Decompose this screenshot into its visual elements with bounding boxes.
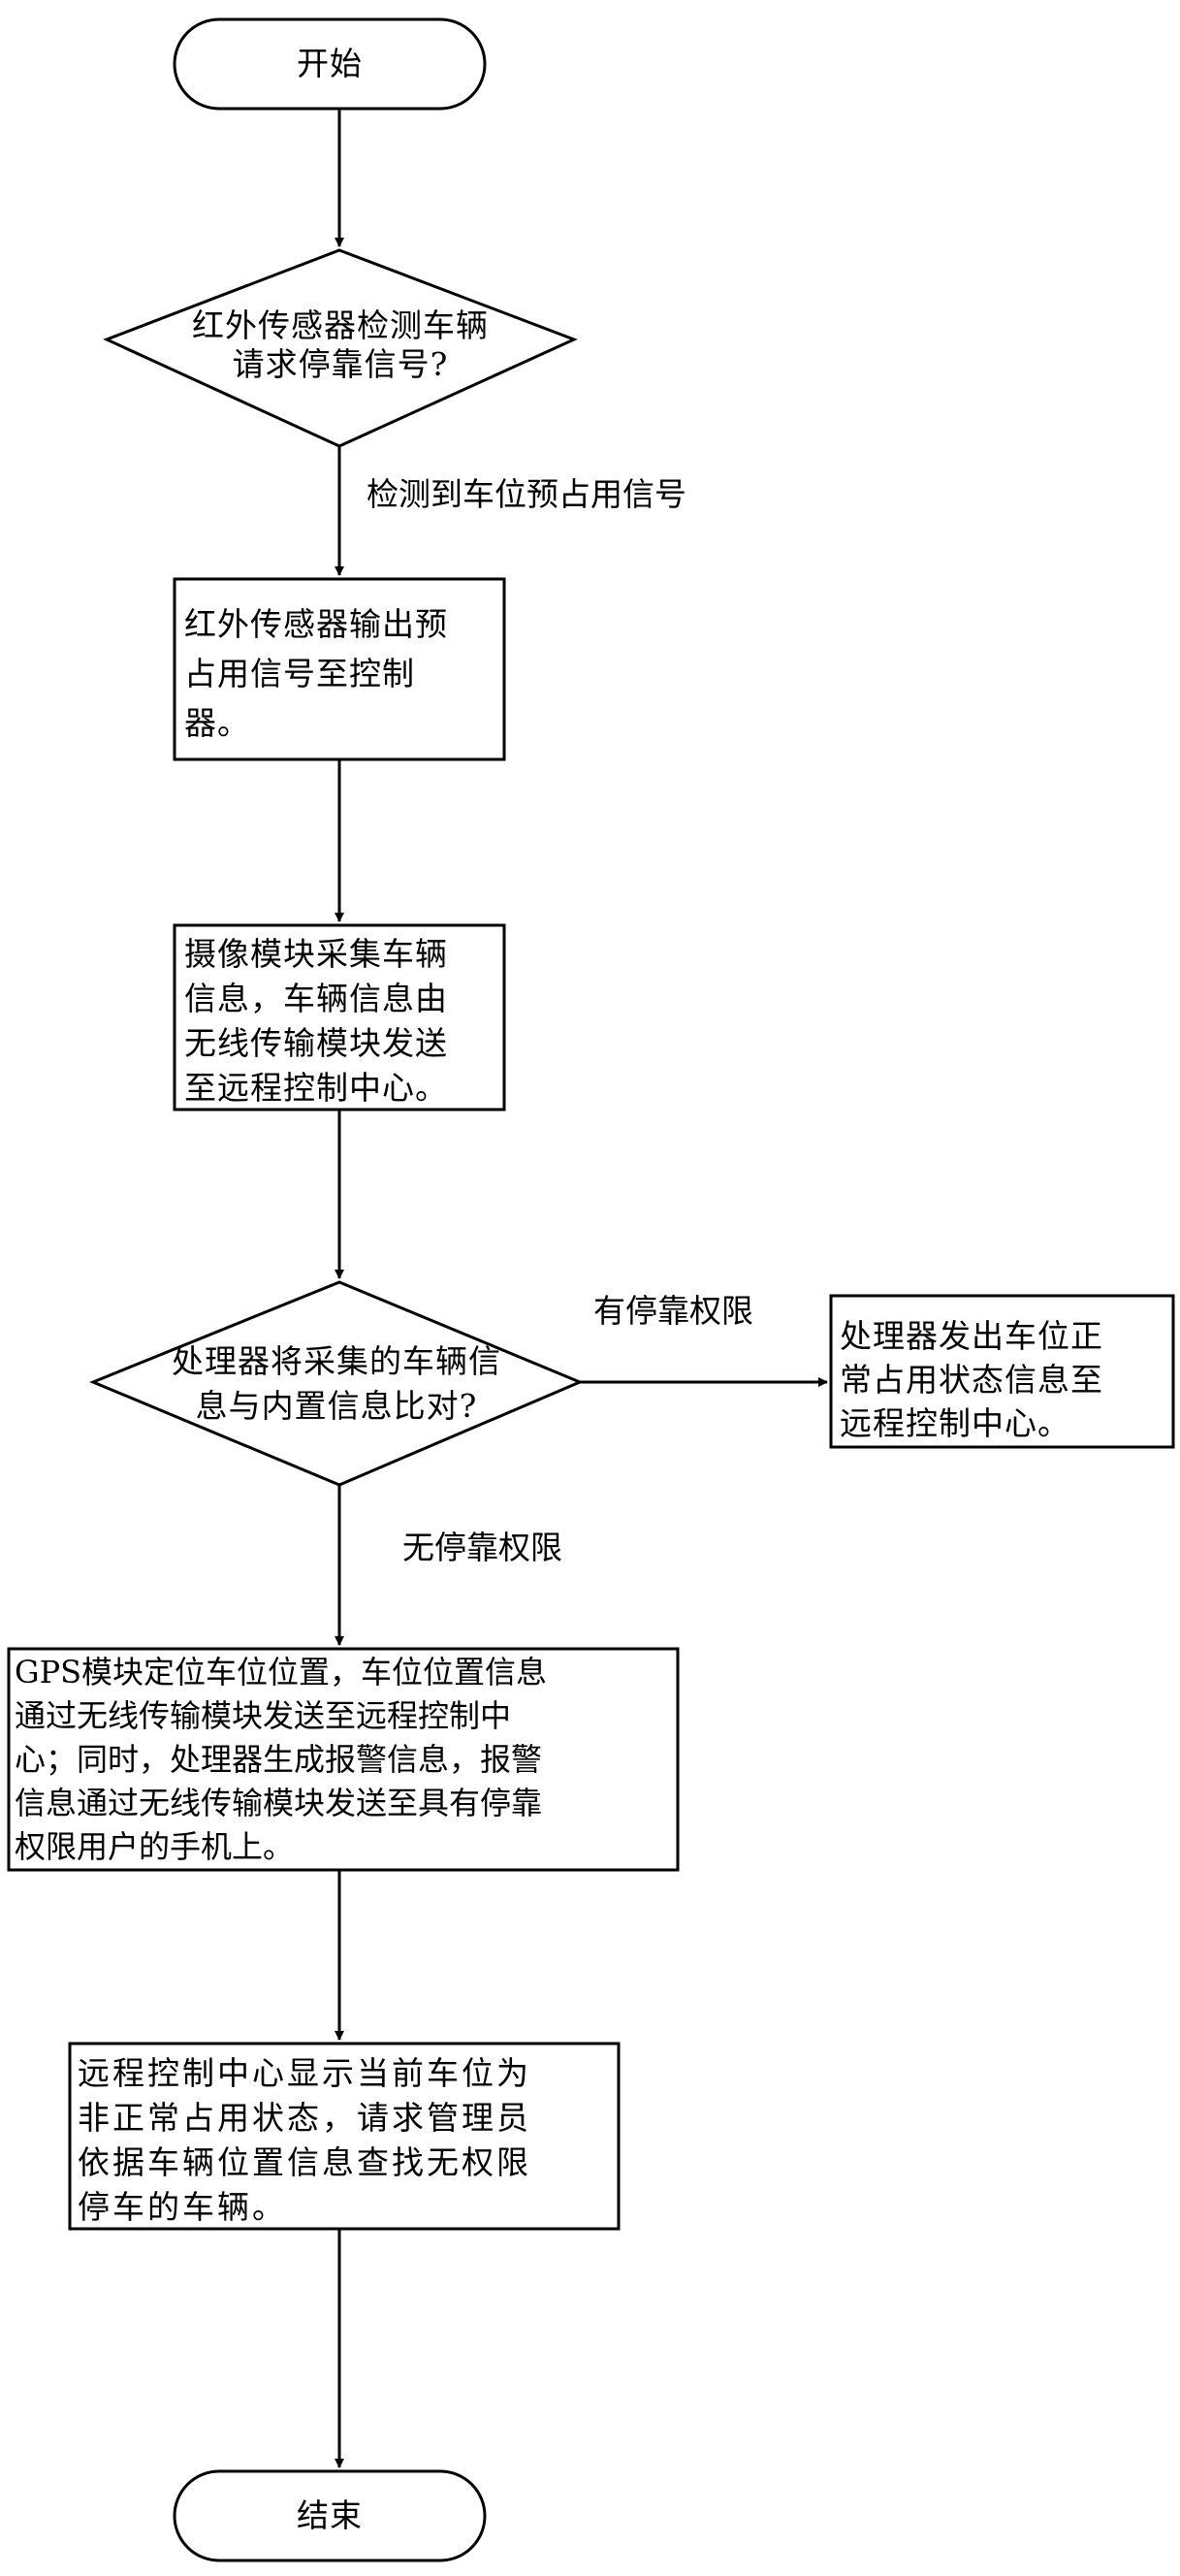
step-4-line-1: 远程控制中心显示当前车位为 [78,2054,531,2092]
decision-2-line-1: 处理器将采集的车辆信 [172,1342,501,1380]
step-4-line-2: 非正常占用状态，请求管理员 [78,2099,531,2137]
step-1-line-3: 器。 [184,704,250,742]
side-step-box [829,1294,1175,1449]
step-2-line-1: 摄像模块采集车辆 [184,935,448,973]
end-terminator [173,2469,487,2562]
start-label: 开始 [297,45,363,82]
step-3-line-2: 通过无线传输模块发送至远程控制中 [15,1697,512,1734]
step-3-line-5: 权限用户的手机上。 [15,1828,295,1865]
side-step-line-1: 处理器发出车位正 [840,1317,1103,1355]
side-step-line-2: 常占用状态信息至 [840,1361,1103,1399]
edge-label-no-permission: 无停靠权限 [402,1529,562,1566]
step-1-line-2: 占用信号至控制 [184,655,415,692]
step-1-line-1: 红外传感器输出预 [184,605,448,643]
step-2-line-3: 无线传输模块发送 [184,1024,448,1062]
decision-1-line-1: 红外传感器检测车辆 [192,306,489,344]
step-2-line-2: 信息，车辆信息由 [184,980,448,1017]
step-3-line-3: 心；同时，处理器生成报警信息，报警 [15,1741,543,1778]
start-terminator [173,17,487,111]
step-1-box [173,577,506,761]
end-label: 结束 [297,2496,363,2534]
step-3-line-4: 信息通过无线传输模块发送至具有停靠 [15,1785,543,1821]
decision-1-line-2: 请求停靠信号? [232,345,449,383]
side-step-line-3: 远程控制中心。 [840,1404,1070,1442]
step-4-line-3: 依据车辆位置信息查找无权限 [78,2143,531,2181]
edge-label-detected: 检测到车位预占用信号 [367,475,686,513]
step-2-line-4: 至远程控制中心。 [184,1069,448,1107]
step-4-box [68,2042,621,2231]
edge-label-has-permission: 有停靠权限 [593,1292,753,1330]
step-4-line-4: 停车的车辆。 [78,2188,287,2226]
decision-2-line-2: 息与内置信息比对? [195,1387,478,1425]
step-3-line-1: GPS模块定位车位位置，车位位置信息 [15,1654,548,1690]
step-3-box [7,1647,680,1872]
